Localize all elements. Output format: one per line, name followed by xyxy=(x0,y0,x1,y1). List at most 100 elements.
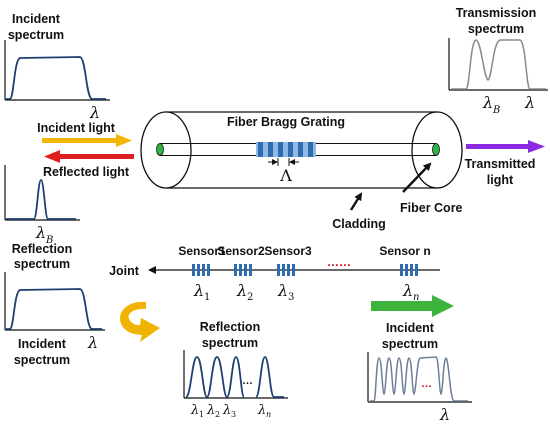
peak-1-lambda-sub: 1 xyxy=(199,410,204,419)
cladding-right-end-back xyxy=(411,111,438,189)
sensor-3-lambda: λ xyxy=(277,281,288,300)
reflection-peak-n xyxy=(255,356,284,398)
cladding-right-end xyxy=(436,111,463,189)
peak-1-lambda: λ xyxy=(190,403,199,418)
curved-reflection-arrow xyxy=(120,301,160,342)
grating-stripe xyxy=(298,142,303,157)
incident-spectrum-right-title-1: Incident xyxy=(386,321,435,335)
incident-green-arrow xyxy=(371,295,454,317)
reflection-spectrum-left-title-2: spectrum xyxy=(14,257,70,271)
incident-spectrum-bottom-lambda: λ xyxy=(87,333,98,352)
reflection-peaks-1-3 xyxy=(185,356,245,398)
grating-background xyxy=(256,142,316,157)
sensor-1-lambda-sub: 1 xyxy=(204,292,210,303)
cladding-left-end xyxy=(140,111,192,189)
sensor-n-grating xyxy=(400,264,418,276)
green-arrow-shaft xyxy=(371,301,433,311)
sensor-n-lambda: λ xyxy=(402,281,413,300)
transmitted-light-shaft xyxy=(466,144,530,149)
sensor-array: Joint Sensor1 Sensor2 Sensor3 …… Sensor … xyxy=(109,244,440,303)
transmission-spectrum: Transmission spectrum λ B λ xyxy=(448,6,548,116)
incident-light-shaft xyxy=(42,138,118,143)
transmission-spectrum-lambda-b: λ xyxy=(482,93,493,112)
incident-spectrum-right-ellipsis: … xyxy=(421,378,432,390)
incident-spectrum-right-lambda: λ xyxy=(439,405,450,424)
sensor-1-grating xyxy=(192,264,210,276)
fiber-bragg-grating xyxy=(256,142,316,157)
incident-spectrum-top-curve xyxy=(6,56,106,100)
fiber-cylinder: Fiber Bragg Grating Λ Cladding Fiber Cor… xyxy=(140,111,463,231)
incident-light-label: Incident light xyxy=(37,121,116,135)
transmission-spectrum-title-2: spectrum xyxy=(468,22,524,36)
reflection-spectrum-left-peak xyxy=(6,179,76,220)
reflection-spectrum-bottom: Reflection spectrum … λ 1 λ 2 λ 3 λ n xyxy=(183,320,288,419)
reflection-spectrum-bottom-title-2: spectrum xyxy=(202,336,258,350)
incident-spectrum-right-title-2: spectrum xyxy=(382,337,438,351)
transmission-spectrum-lambda-b-sub: B xyxy=(492,105,500,116)
incident-spectrum-top-title-1: Incident xyxy=(12,12,61,26)
reflection-spectrum-left-lambda-sub: B xyxy=(45,235,53,246)
transmitted-light-label-1: Transmitted xyxy=(465,157,536,171)
reflection-spectrum-left-lambda: λ xyxy=(35,223,46,242)
sensor-3-grating xyxy=(277,264,295,276)
core-right-end xyxy=(432,143,440,156)
incident-spectrum-top-title-2: spectrum xyxy=(8,28,64,42)
joint-label: Joint xyxy=(109,264,140,278)
transmitted-light-label-2: light xyxy=(487,173,514,187)
peak-2-lambda: λ xyxy=(206,403,215,418)
fiber-core-label: Fiber Core xyxy=(400,201,463,215)
sensor-2-lambda-sub: 2 xyxy=(247,292,253,303)
cladding-pointer xyxy=(349,192,363,211)
incident-spectrum-top: Incident spectrum λ xyxy=(4,12,110,122)
incident-spectrum-right: Incident spectrum … λ xyxy=(367,321,472,424)
transmission-spectrum-lambda: λ xyxy=(524,93,535,112)
sensor-3-lambda-sub: 3 xyxy=(288,292,294,303)
period-marker: Λ xyxy=(268,158,299,185)
reflected-light-head xyxy=(44,150,60,163)
incident-light-arrow: Incident light xyxy=(37,121,132,147)
cladding-label: Cladding xyxy=(332,217,385,231)
peak-n-lambda-sub: n xyxy=(266,410,271,419)
sensor-dots: …… xyxy=(327,255,351,269)
incident-spectrum-bottom-title-1: Incident xyxy=(18,337,67,351)
incident-spectrum-bottom: Incident spectrum λ xyxy=(4,272,105,367)
incident-spectrum-right-curve xyxy=(370,356,468,402)
sensor-2-grating xyxy=(234,264,252,276)
sensor-2-lambda: λ xyxy=(236,281,247,300)
sensor-3-label: Sensor3 xyxy=(264,244,312,258)
transmitted-light-arrow: Transmitted light xyxy=(465,140,545,187)
reflected-light-label: Reflected light xyxy=(43,165,130,179)
sensor-2-label: Sensor2 xyxy=(217,244,265,258)
reflection-spectrum-left: λ B Reflection spectrum xyxy=(4,165,80,271)
transmission-spectrum-title-1: Transmission xyxy=(456,6,537,20)
reflected-light-arrow: Reflected light xyxy=(43,150,134,179)
incident-spectrum-bottom-curve xyxy=(6,288,102,330)
transmission-spectrum-curve xyxy=(451,39,546,90)
grating-stripe xyxy=(268,142,273,157)
reflection-spectrum-bottom-title-1: Reflection xyxy=(200,320,260,334)
incident-light-head xyxy=(116,134,132,147)
incident-spectrum-bottom-title-2: spectrum xyxy=(14,353,70,367)
period-label: Λ xyxy=(279,166,292,185)
grating-stripe xyxy=(308,142,313,157)
grating-stripe xyxy=(258,142,263,157)
reflected-light-shaft xyxy=(58,154,134,159)
peak-3-lambda-sub: 3 xyxy=(231,410,236,419)
fiber-core-pointer xyxy=(402,162,432,193)
sensor-1-lambda: λ xyxy=(193,281,204,300)
reflection-spectrum-left-title-1: Reflection xyxy=(12,242,72,256)
fbg-label: Fiber Bragg Grating xyxy=(227,115,345,129)
sensor-n-label: Sensor n xyxy=(379,244,430,258)
sensor-n-lambda-sub: n xyxy=(413,292,419,303)
curved-arrow-body xyxy=(120,301,160,342)
grating-stripe xyxy=(288,142,293,157)
transmitted-light-head xyxy=(528,140,545,153)
reflection-ellipsis: … xyxy=(242,375,253,387)
grating-stripe xyxy=(278,142,283,157)
green-arrow-head xyxy=(432,295,454,317)
incident-spectrum-top-lambda: λ xyxy=(89,103,100,122)
core-left-end xyxy=(156,143,164,156)
peak-3-lambda: λ xyxy=(222,403,231,418)
peak-n-lambda: λ xyxy=(257,403,266,418)
